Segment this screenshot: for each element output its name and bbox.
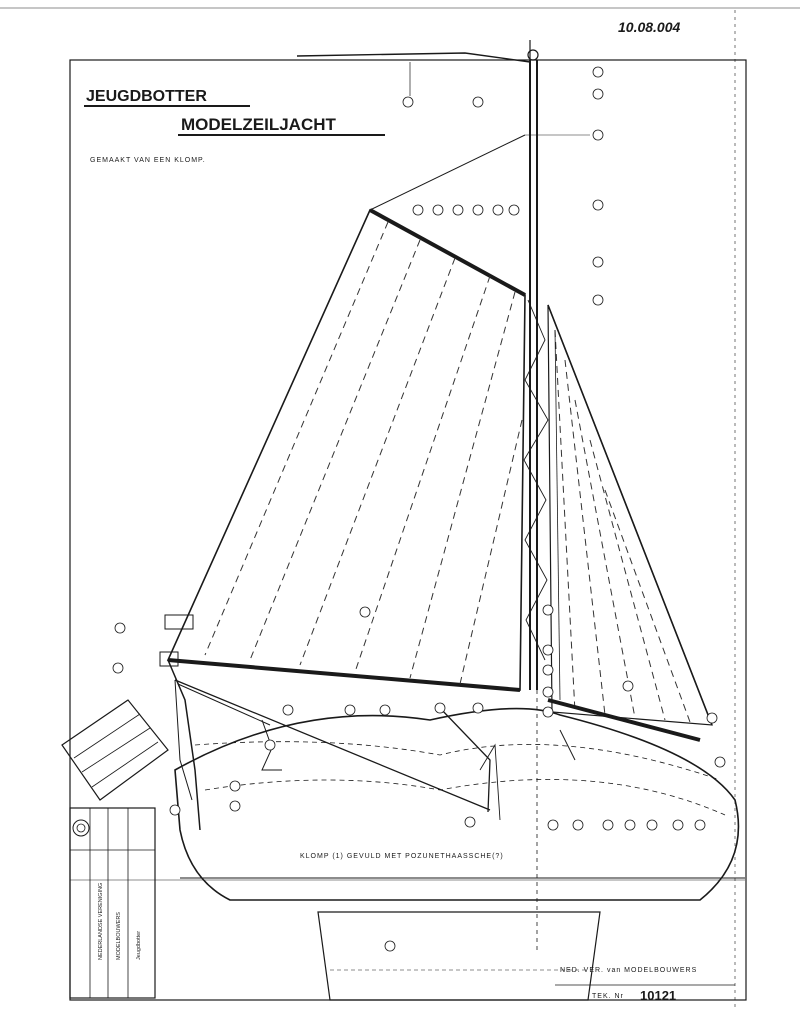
- part-callouts: [112, 66, 726, 952]
- title-block-org-b: MODELBOUWERS: [116, 912, 122, 960]
- rudder: [61, 614, 201, 831]
- mainsail: [166, 134, 590, 692]
- org-line: NED. VER. van MODELBOUWERS: [560, 967, 697, 974]
- rigging-lines: [174, 679, 576, 821]
- pennant: [296, 40, 539, 96]
- emblem-seal-icon: [72, 819, 90, 837]
- title-block-boat-name: Jeugdbotter: [136, 931, 142, 960]
- title-block-org-a: NEDERLANDSE VERENIGING: [98, 883, 104, 960]
- hull: [70, 707, 745, 1001]
- mast-lacing: [523, 299, 549, 661]
- hull-note: KLOMP (1) GEVULD MET POZUNETHAASSCHE(?): [300, 853, 504, 860]
- subtitle: GEMAAKT VAN EEN KLOMP.: [90, 157, 206, 164]
- title-line-2: MODELZEILJACHT: [181, 115, 337, 134]
- mast: [529, 60, 538, 950]
- drawing-no: 10121: [640, 988, 676, 1003]
- title-line-1: JEUGDBOTTER: [86, 88, 207, 105]
- title-block: NEDERLANDSE VERENIGING MODELBOUWERS Jeug…: [69, 807, 156, 999]
- date-note: 10.08.004: [618, 19, 680, 35]
- drawing-no-label: TEK. Nr: [592, 993, 624, 1000]
- foresail: [547, 304, 713, 742]
